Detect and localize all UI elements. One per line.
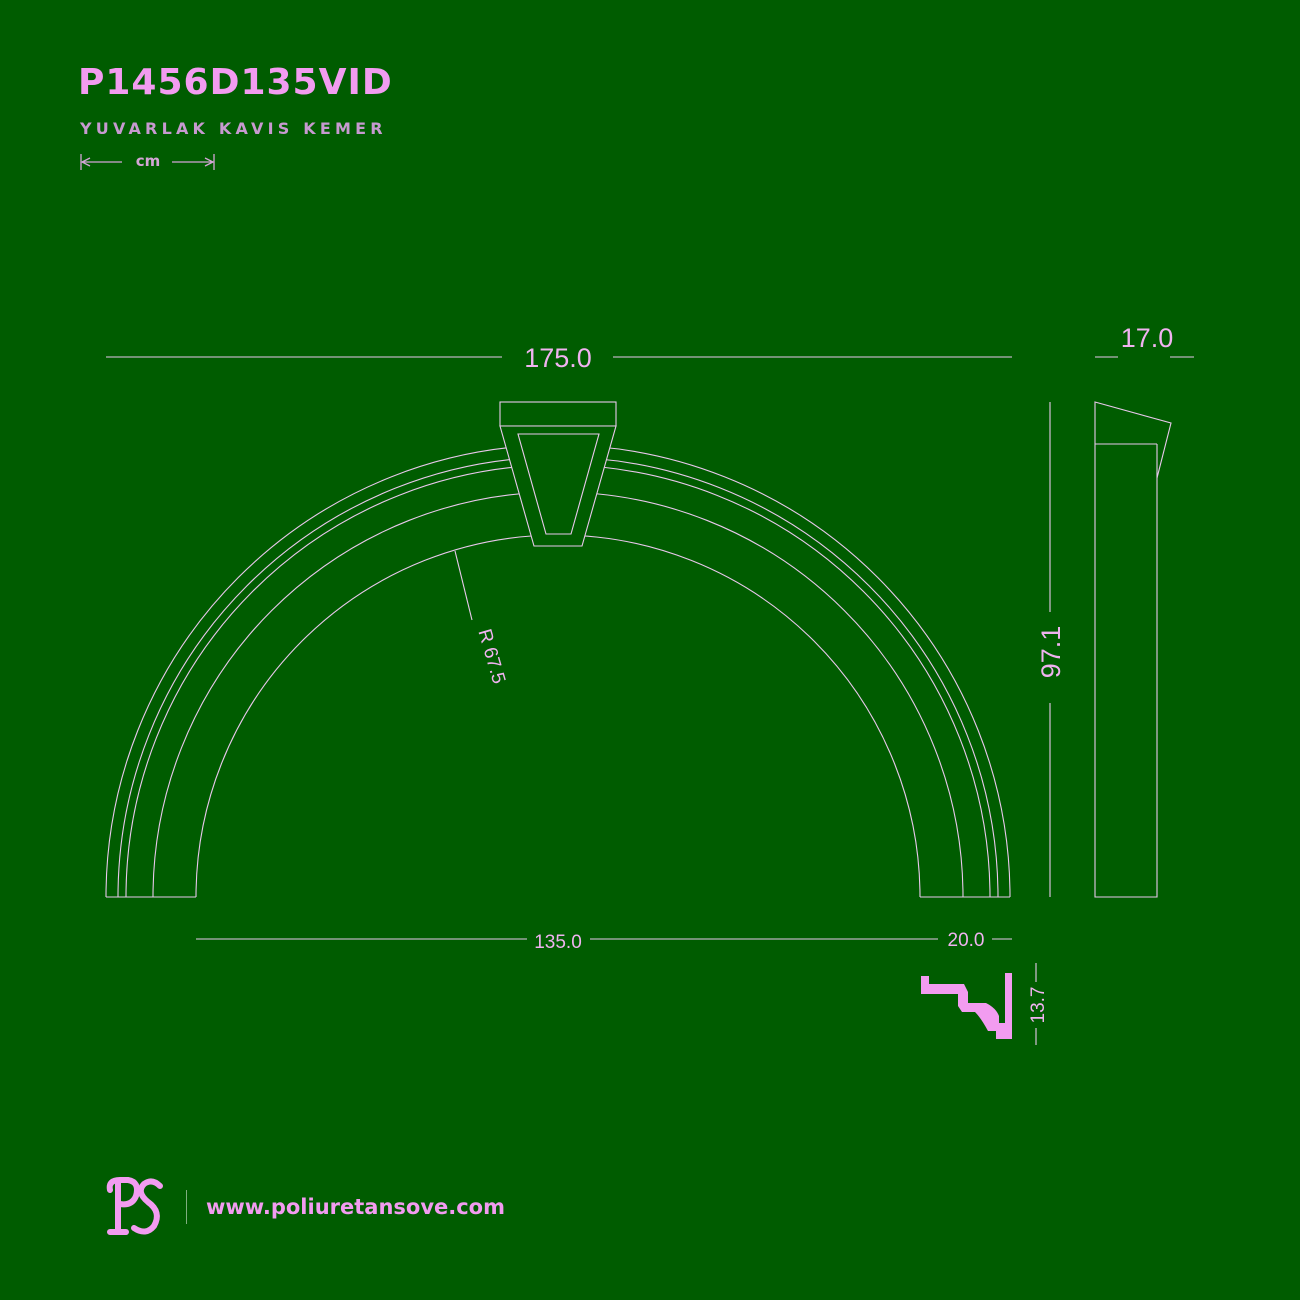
dim-inner-width: 135.0 [534, 932, 582, 953]
dim-profile-height: 13.7 [1028, 987, 1049, 1024]
product-code: P1456D135VID [78, 62, 393, 103]
dim-depth: 17.0 [1121, 323, 1174, 353]
arch-ring-4 [152, 491, 964, 898]
dim-height: 97.1 [1036, 626, 1066, 679]
profile-section [921, 973, 1012, 1039]
dim-profile-width: 20.0 [948, 930, 985, 951]
website-link[interactable]: www.poliuretansove.com [206, 1195, 505, 1219]
unit-arrow-icon [80, 154, 215, 170]
side-view [1094, 401, 1172, 898]
radius-leader [454, 550, 473, 621]
keystone [499, 401, 617, 547]
ps-logo-icon [106, 1177, 163, 1235]
unit-indicator: cm [80, 150, 216, 174]
dim-overall-width: 175.0 [524, 343, 592, 373]
arch-inner-ring [195, 534, 921, 898]
unit-label: cm [135, 152, 161, 170]
footer-divider [186, 1190, 187, 1224]
dim-inner-radius: R 67.5 [473, 627, 509, 687]
product-name: YUVARLAK KAVIS KEMER [80, 119, 387, 138]
